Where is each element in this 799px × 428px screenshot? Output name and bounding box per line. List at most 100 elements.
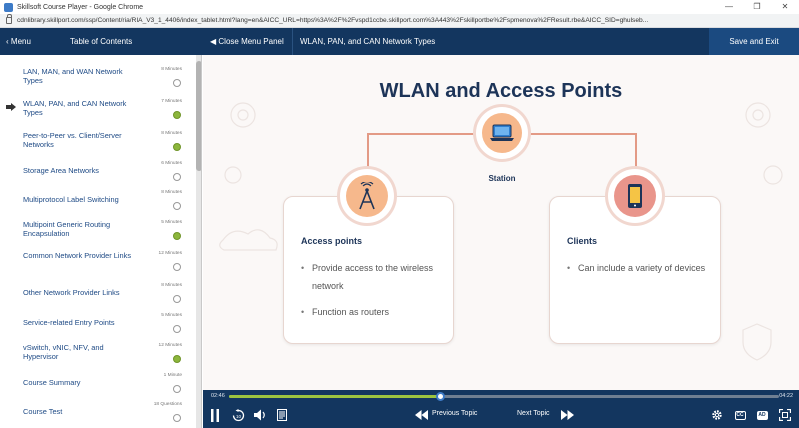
status-circle-icon (173, 173, 181, 181)
settings-button[interactable] (710, 408, 724, 422)
card-bullet: Function as routers (301, 303, 451, 321)
status-circle-icon (173, 385, 181, 393)
toc-item-label: Other Network Provider Links (23, 288, 120, 297)
toc-item[interactable]: Multipoint Generic Routing Encapsulation… (0, 220, 194, 244)
url-text[interactable]: cdnlibrary.skillport.com/ssp/Content/ria… (17, 17, 649, 24)
access-points-card: Access points Provide access to the wire… (283, 196, 454, 344)
volume-button[interactable] (253, 408, 267, 422)
browser-titlebar: Skillsoft Course Player - Google Chrome … (0, 0, 799, 14)
toc-item-label: Multipoint Generic Routing Encapsulation (23, 220, 111, 238)
toc-item-duration: 7 Minutes (161, 99, 182, 104)
station-circle (476, 107, 528, 159)
closed-captions-icon: CC (734, 410, 746, 420)
svg-text:10: 10 (235, 413, 241, 418)
toc-item-current[interactable]: WLAN, PAN, and CAN Network Types 7 Minut… (0, 99, 194, 123)
toc-scroll-thumb[interactable] (196, 61, 201, 171)
toc-item-duration: 12 Minutes (158, 251, 182, 256)
connector-line (635, 133, 637, 171)
status-circle-icon (173, 263, 181, 271)
toc-item-label: Multiprotocol Label Switching (23, 195, 119, 204)
toc-item-duration: 8 Minutes (161, 283, 182, 288)
toc-item[interactable]: 6 Minutes Storage Area Networks (0, 161, 194, 185)
window-title: Skillsoft Course Player - Google Chrome (17, 3, 144, 11)
toc-item[interactable]: 8 Minutes Multiprotocol Label Switching (0, 190, 194, 214)
player-header: ‹ Menu Table of Contents ◀ Close Menu Pa… (0, 28, 799, 55)
toc-item-label: WLAN, PAN, and CAN Network Types (23, 99, 127, 117)
toc-item-duration: 8 Minutes (161, 190, 182, 195)
menu-button[interactable]: ‹ Menu (6, 28, 31, 55)
toc-item-label: Service-related Entry Points (23, 318, 115, 327)
minimize-icon[interactable]: — (725, 2, 733, 11)
lock-icon (6, 14, 12, 24)
laptop-icon (490, 124, 514, 141)
toc-item[interactable]: vSwitch, vNIC, NFV, and Hypervisor 12 Mi… (0, 343, 194, 369)
triangle-left-icon: ◀ (210, 37, 217, 46)
document-icon (277, 409, 287, 421)
chevron-left-icon: ‹ (6, 37, 9, 46)
save-and-exit-button[interactable]: Save and Exit (709, 28, 799, 55)
toc-item-label: Course Summary (23, 378, 81, 387)
toc-title: Table of Contents (70, 37, 133, 46)
antenna-tower-icon (359, 182, 375, 210)
toc-item-duration: 18 Questions (153, 402, 182, 407)
audio-description-button[interactable]: AD (755, 408, 769, 422)
progress-bar[interactable] (229, 392, 779, 401)
status-circle-icon (173, 295, 181, 303)
toc-item[interactable]: 5 Minutes Service-related Entry Points (0, 313, 194, 337)
previous-topic-icon[interactable] (414, 408, 428, 422)
access-point-circle (340, 169, 394, 223)
completed-circle-icon (173, 143, 181, 151)
slide-title: WLAN and Access Points (379, 80, 623, 102)
client-circle (608, 169, 662, 223)
toc-item[interactable]: 1 Minute Course Summary (0, 373, 194, 397)
replay-10-icon: 10 (232, 408, 244, 421)
app-icon (4, 2, 13, 12)
progress-knob[interactable] (435, 392, 445, 401)
slide-content: WLAN and Access Points Station Access po… (203, 55, 799, 390)
toc-item-label: vSwitch, vNIC, NFV, and Hypervisor (23, 343, 104, 361)
status-circle-icon (173, 79, 181, 87)
next-topic-icon[interactable] (560, 408, 574, 422)
connector-line (528, 133, 636, 135)
background-decoration (219, 102, 783, 361)
connector-line (367, 133, 477, 135)
connector-line (367, 133, 369, 171)
restore-icon[interactable]: ❐ (753, 2, 761, 11)
fullscreen-button[interactable] (778, 408, 792, 422)
progress-fill (229, 395, 440, 398)
toc-scrollbar[interactable] (196, 55, 201, 428)
audio-description-icon: AD (756, 410, 768, 420)
replay-10-button[interactable]: 10 (231, 408, 245, 422)
toc-item[interactable]: 8 Minutes Other Network Provider Links (0, 283, 194, 307)
closed-captions-button[interactable]: CC (733, 408, 747, 422)
pause-button[interactable] (209, 408, 221, 422)
toc-item[interactable]: Common Network Provider Links 12 Minutes (0, 251, 194, 275)
toc-item-duration: 8 Minutes (161, 67, 182, 72)
toc-item-duration: 12 Minutes (158, 343, 182, 348)
toc-item-label: Common Network Provider Links (23, 251, 132, 260)
toc-item-duration: 5 Minutes (161, 220, 182, 225)
pause-icon (211, 408, 219, 422)
current-time: 02:46 (211, 393, 225, 399)
close-menu-panel-button[interactable]: ◀ Close Menu Panel (210, 28, 284, 55)
station-label: Station (488, 174, 516, 183)
toc-item[interactable]: Peer-to-Peer vs. Client/Server Networks … (0, 131, 194, 155)
volume-icon (253, 409, 265, 421)
total-time: 04:22 (779, 393, 793, 399)
address-bar[interactable]: cdnlibrary.skillport.com/ssp/Content/ria… (0, 14, 799, 28)
completed-circle-icon (173, 111, 181, 119)
toc-item-label: Storage Area Networks (23, 166, 99, 175)
status-circle-icon (173, 325, 181, 333)
toc-sidebar: LAN, MAN, and WAN Network Types 8 Minute… (0, 55, 202, 428)
transcript-button[interactable] (276, 408, 288, 422)
previous-topic-button[interactable]: Previous Topic (432, 410, 478, 417)
close-icon[interactable]: ✕ (781, 2, 789, 11)
card-title: Access points (301, 236, 363, 246)
toc-item[interactable]: LAN, MAN, and WAN Network Types 8 Minute… (0, 67, 194, 91)
toc-item-label: Course Test (23, 407, 63, 416)
toc-item-label: LAN, MAN, and WAN Network Types (23, 67, 123, 85)
toc-item[interactable]: 18 Questions Course Test (0, 402, 194, 426)
smartphone-icon (628, 184, 642, 208)
header-divider (292, 28, 293, 55)
next-topic-button[interactable]: Next Topic (517, 410, 550, 417)
